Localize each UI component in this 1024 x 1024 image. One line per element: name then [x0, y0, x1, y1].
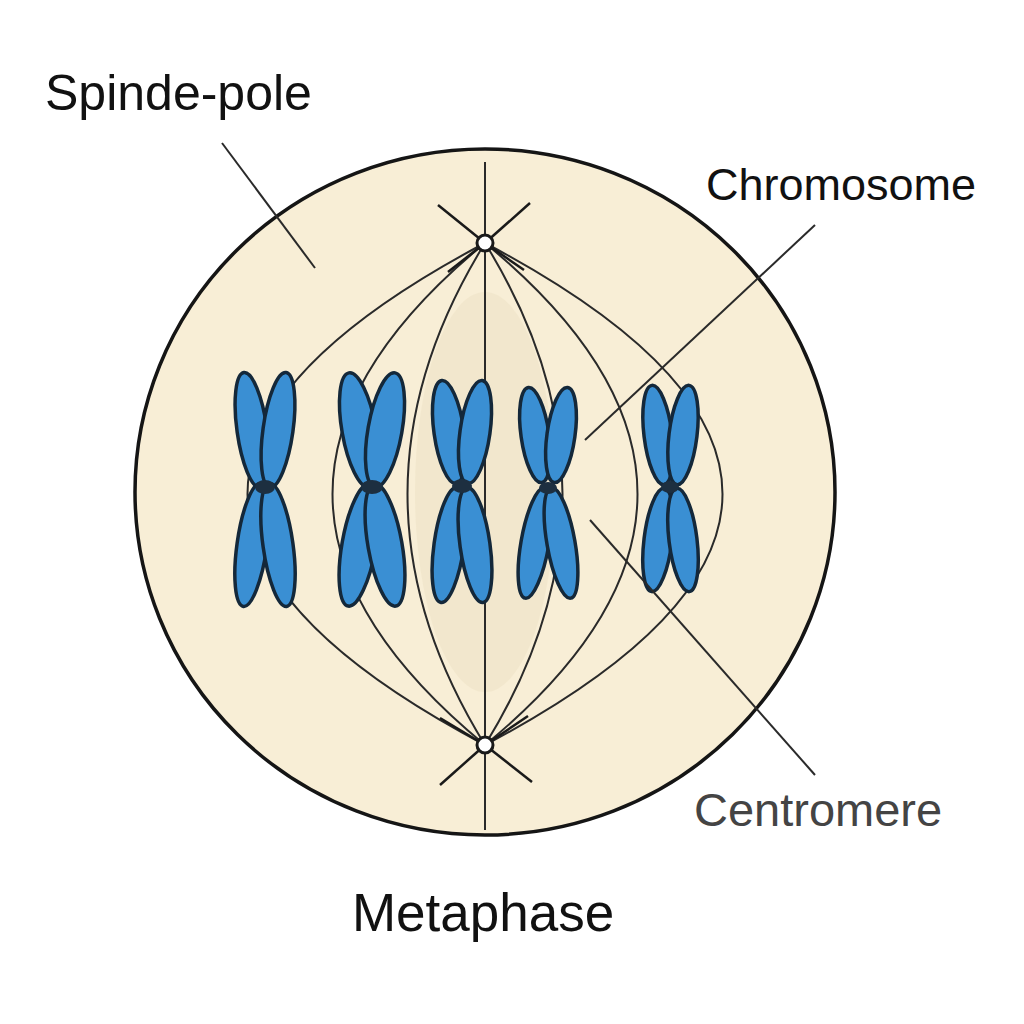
- part-label: Spinde-pole: [45, 66, 312, 121]
- centromere: [255, 480, 275, 494]
- leader-line: [590, 520, 815, 775]
- chromatid-arm: [453, 378, 497, 485]
- spindle-pole: [477, 235, 493, 251]
- chromatid-arm: [540, 386, 581, 485]
- leader-line: [585, 225, 815, 440]
- spindle-pole: [477, 737, 493, 753]
- chromatid-arm: [663, 487, 703, 594]
- spindle-fiber: [484, 162, 486, 830]
- chromatid-arm: [255, 370, 301, 489]
- chromatid-arm: [452, 485, 498, 604]
- spindle-fiber: [248, 243, 486, 745]
- part-label: Chromosome: [706, 160, 976, 210]
- chromatid-arm: [358, 370, 412, 490]
- centromeres: [255, 479, 679, 494]
- chromatid-arm: [357, 481, 412, 609]
- spindle-fiber: [485, 243, 638, 745]
- centromere: [452, 479, 472, 493]
- spindle-fibers: [248, 162, 723, 830]
- centromere: [539, 482, 557, 494]
- leader-lines: [222, 143, 815, 775]
- leader-line: [222, 143, 315, 268]
- part-label: Centromere: [694, 784, 942, 836]
- figure-caption: Metaphase: [233, 884, 733, 942]
- cell-membrane: [135, 149, 835, 835]
- chromatid-arm: [663, 384, 703, 487]
- chromatid-arm: [255, 482, 302, 609]
- centromere: [361, 480, 383, 494]
- spindle-fiber: [485, 243, 723, 745]
- centromere: [661, 481, 679, 493]
- chromatid-arm: [537, 485, 584, 600]
- chromosomes: [229, 370, 704, 609]
